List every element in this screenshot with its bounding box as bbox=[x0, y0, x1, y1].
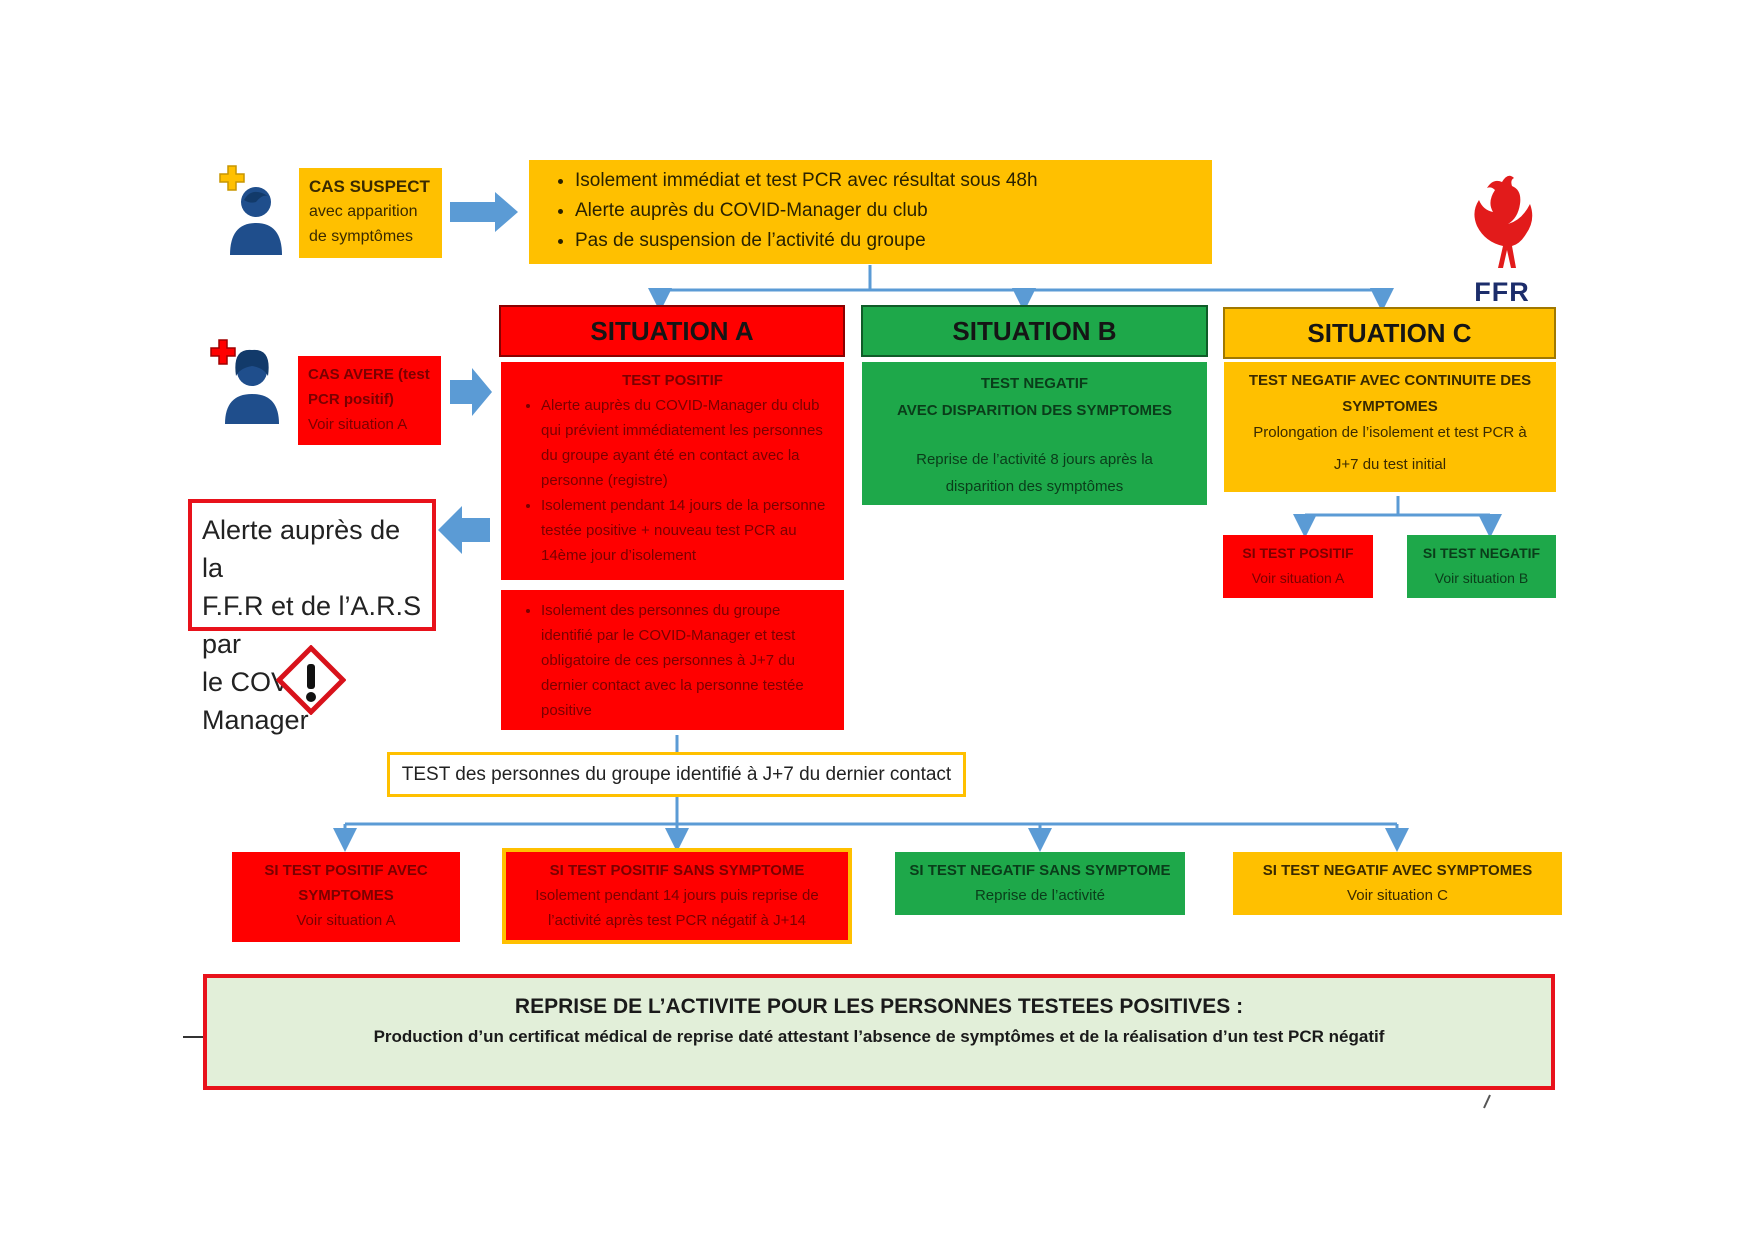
group-test-text: TEST des personnes du groupe identifié à… bbox=[401, 764, 952, 785]
situation-c-outcome-negative: SI TEST NEGATIF Voir situation B bbox=[1407, 535, 1556, 598]
situation-b-line-3: Reprise de l’activité 8 jours après la bbox=[916, 451, 1153, 468]
user-confirmed-icon bbox=[205, 336, 280, 426]
outcome-1-title: SI TEST POSITIF AVEC bbox=[264, 862, 428, 879]
situation-b-body: TEST NEGATIF AVEC DISPARITION DES SYMPTO… bbox=[862, 362, 1207, 505]
outcome-3-title: SI TEST NEGATIF SANS SYMPTOME bbox=[909, 862, 1171, 879]
situation-c-line-4: J+7 du test initial bbox=[1333, 456, 1447, 473]
situation-a-header: SITUATION A bbox=[499, 305, 845, 357]
outcome-4-title: SI TEST NEGATIF AVEC SYMPTOMES bbox=[1262, 862, 1533, 879]
outcome-positive-no-symptom: SI TEST POSITIF SANS SYMPTOME Isolement … bbox=[502, 848, 852, 944]
confirmed-title: CAS AVERE (test bbox=[308, 366, 430, 383]
outcome-positive-symptoms: SI TEST POSITIF AVEC SYMPTOMES Voir situ… bbox=[232, 852, 460, 942]
suspect-action: Alerte auprès du COVID-Manager du club bbox=[575, 196, 1212, 226]
cross-red-icon bbox=[210, 339, 236, 365]
ffr-logo: FFR bbox=[1462, 172, 1542, 307]
situation-c-line-2: SYMPTOMES bbox=[1342, 398, 1438, 415]
situation-c-outcome-positive-text: Voir situation A bbox=[1251, 570, 1345, 586]
footer-text: Production d’un certificat médical de re… bbox=[373, 1027, 1385, 1046]
suspect-action: Isolement immédiat et test PCR avec résu… bbox=[575, 166, 1212, 196]
situation-b-line-2: AVEC DISPARITION DES SYMPTOMES bbox=[896, 402, 1173, 419]
alert-ffr-ars-box: Alerte auprès de la F.F.R et de l’A.R.S … bbox=[188, 499, 436, 735]
situation-b-line-4: disparition des symptômes bbox=[945, 478, 1124, 495]
outcome-2-text-2: l’activité après test PCR négatif à J+14 bbox=[547, 912, 807, 929]
situation-c-outcome-negative-title: SI TEST NEGATIF bbox=[1422, 545, 1541, 561]
situation-c-line-3: Prolongation de l’isolement et test PCR … bbox=[1253, 424, 1527, 441]
confirmed-line-3: Voir situation A bbox=[308, 416, 408, 433]
resumption-footer-box: REPRISE DE L’ACTIVITE POUR LES PERSONNES… bbox=[203, 974, 1555, 1090]
situation-a-subtitle: TEST POSITIF bbox=[622, 372, 723, 389]
suspect-line-3: de symptômes bbox=[309, 228, 414, 245]
suspect-action: Pas de suspension de l’activité du group… bbox=[575, 226, 1212, 256]
situation-b-title: SITUATION B bbox=[952, 315, 1117, 346]
outcome-2-text: Isolement pendant 14 jours puis reprise … bbox=[535, 887, 819, 904]
warning-icon bbox=[275, 644, 347, 716]
confirmed-line-2: PCR positif) bbox=[308, 391, 394, 408]
situation-c-header: SITUATION C bbox=[1223, 307, 1556, 359]
user-suspect-icon bbox=[212, 162, 287, 257]
footer-title: REPRISE DE L’ACTIVITE POUR LES PERSONNES… bbox=[514, 995, 1244, 1018]
cross-yellow-icon bbox=[219, 165, 245, 191]
situation-c-outcome-positive-title: SI TEST POSITIF bbox=[1242, 545, 1354, 561]
outcome-3-text: Reprise de l’activité bbox=[974, 887, 1106, 904]
outcome-2-title: SI TEST POSITIF SANS SYMPTOME bbox=[549, 862, 805, 879]
situation-c-outcome-negative-text: Voir situation B bbox=[1434, 570, 1529, 586]
situation-c-body: TEST NEGATIF AVEC CONTINUITE DES SYMPTOM… bbox=[1224, 362, 1556, 492]
group-test-box: TEST des personnes du groupe identifié à… bbox=[387, 752, 966, 797]
suspect-line-2: avec apparition bbox=[309, 203, 418, 220]
situation-b-line-1: TEST NEGATIF bbox=[980, 375, 1089, 392]
situation-c-title: SITUATION C bbox=[1307, 317, 1472, 348]
situation-a-isolation-box: Isolement des personnes du groupe identi… bbox=[501, 590, 844, 730]
outcome-4-text: Voir situation C bbox=[1347, 887, 1448, 904]
situation-b-header: SITUATION B bbox=[861, 305, 1208, 357]
situation-a-bullet: Isolement pendant 14 jours de la personn… bbox=[541, 493, 834, 568]
connector-group-outcomes bbox=[345, 797, 1397, 826]
arrow-right-confirmed bbox=[450, 368, 492, 416]
outcome-negative-symptoms: SI TEST NEGATIF AVEC SYMPTOMES Voir situ… bbox=[1233, 852, 1562, 915]
outcome-negative-no-symptom: SI TEST NEGATIF SANS SYMPTOME Reprise de… bbox=[895, 852, 1185, 915]
alert-line-1: Alerte auprès de la bbox=[202, 515, 401, 583]
situation-c-outcome-positive: SI TEST POSITIF Voir situation A bbox=[1223, 535, 1373, 598]
arrow-left-alert bbox=[438, 506, 490, 554]
suspect-case-box: CAS SUSPECT avec apparition de symptômes bbox=[299, 168, 442, 258]
situation-a-title: SITUATION A bbox=[590, 315, 754, 346]
rooster-icon bbox=[1474, 175, 1533, 268]
situation-c-line-1: TEST NEGATIF AVEC CONTINUITE DES bbox=[1248, 372, 1532, 389]
alert-line-2: F.F.R et de l’A.R.S par bbox=[202, 591, 422, 659]
ffr-text: FFR bbox=[1474, 277, 1530, 307]
outcome-1-title-2: SYMPTOMES bbox=[298, 887, 394, 904]
connector-c-outcomes bbox=[1305, 496, 1490, 517]
connector-suspect-to-situations bbox=[660, 265, 1382, 292]
suspect-actions-box: Isolement immédiat et test PCR avec résu… bbox=[529, 160, 1212, 264]
situation-a-body: TEST POSITIF Alerte auprès du COVID-Mana… bbox=[501, 362, 844, 580]
situation-a-isolation-bullet: Isolement des personnes du groupe identi… bbox=[541, 598, 834, 723]
situation-a-bullet: Alerte auprès du COVID-Manager du club q… bbox=[541, 393, 834, 493]
confirmed-case-box: CAS AVERE (test PCR positif) Voir situat… bbox=[298, 356, 441, 445]
suspect-title: CAS SUSPECT bbox=[309, 177, 430, 196]
arrow-right-suspect bbox=[450, 192, 518, 232]
outcome-1-text: Voir situation A bbox=[296, 912, 396, 929]
